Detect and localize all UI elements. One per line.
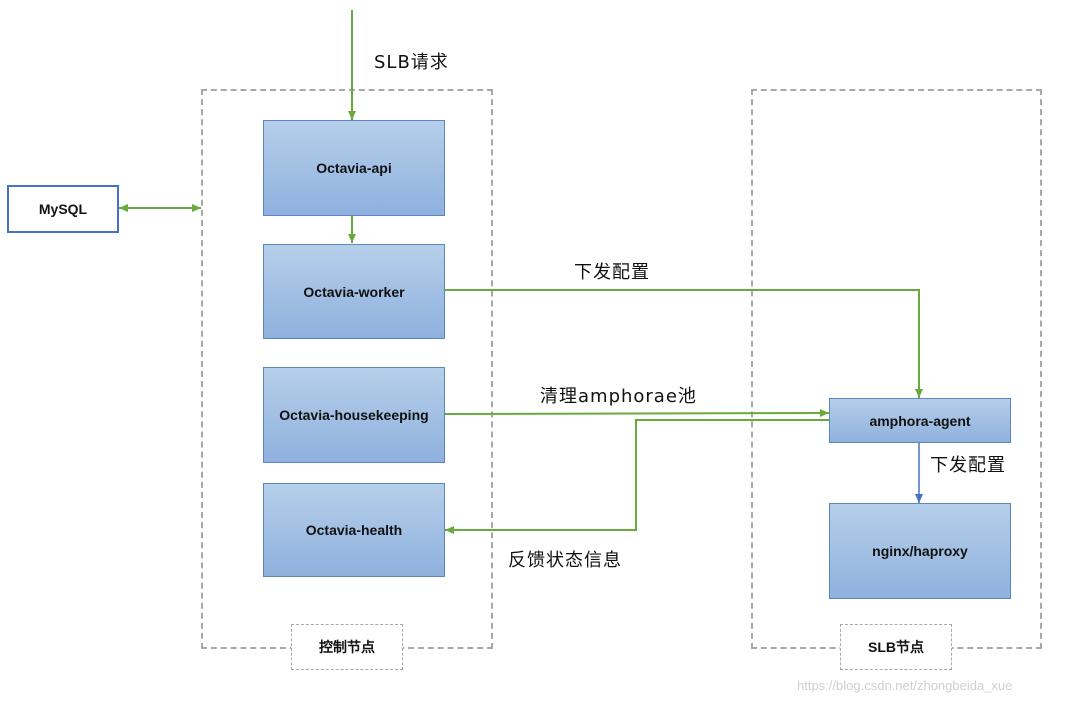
mysql-node: MySQL [7,185,119,233]
dispatch-config-label-agent: 下发配置 [930,455,1006,476]
feedback-status-label: 反馈状态信息 [508,550,622,571]
watermark: https://blog.csdn.net/zhongbeida_xue [797,678,1013,693]
housekeeping-to-agent-arrow [444,409,830,418]
amphora-agent-node: amphora-agent [829,398,1011,443]
octavia-housekeeping-node: Octavia-housekeeping [263,367,445,463]
octavia-api-node: Octavia-api [263,120,445,216]
clean-amphorae-label: 清理amphorae池 [540,386,697,407]
octavia-health-node: Octavia-health [263,483,445,577]
slb-node-label: SLB节点 [840,624,952,670]
dispatch-config-label-worker: 下发配置 [574,262,650,283]
worker-to-agent-arrow [445,289,923,398]
agent-to-health-arrow [445,419,829,534]
slb-request-label: SLB请求 [374,52,449,73]
octavia-worker-node: Octavia-worker [263,244,445,339]
nginx-haproxy-node: nginx/haproxy [829,503,1011,599]
control-node-label: 控制节点 [291,624,403,670]
